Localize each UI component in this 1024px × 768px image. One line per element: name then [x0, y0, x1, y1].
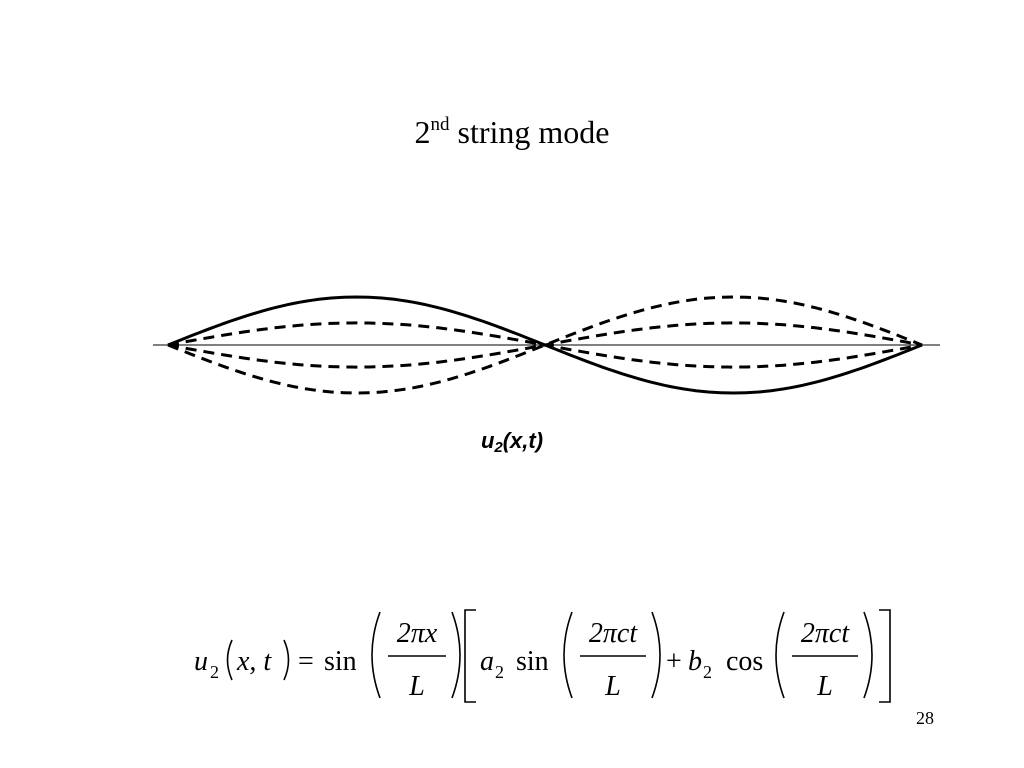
paren-left-1: [371, 611, 381, 699]
formula-sin-1: sin: [324, 646, 357, 677]
fraction-3-numerator: 2πct: [801, 618, 850, 649]
wave-label-args: (x,t): [502, 428, 544, 453]
wave-curves: [167, 295, 923, 395]
title-superscript: nd: [430, 114, 450, 135]
paren-left-lhs: [226, 639, 233, 681]
title-rest: string mode: [449, 114, 610, 150]
formula-cos: cos: [726, 646, 763, 677]
wave-label: u2(x,t): [0, 428, 1024, 456]
title-main: 2: [414, 114, 431, 150]
slide-number: 28: [916, 708, 934, 728]
paren-left-2: [563, 611, 573, 699]
fraction-1-numerator: 2πx: [397, 618, 438, 649]
fraction-2-numerator: 2πct: [589, 618, 638, 649]
formula-u: u: [194, 646, 208, 677]
formula-b-subscript: 2: [703, 662, 712, 682]
formula-equals: =: [298, 646, 314, 677]
slide-title: 2nd string mode: [0, 112, 1024, 152]
wave-curve-dashed: [167, 295, 923, 395]
paren-left-3: [775, 611, 785, 699]
formula-a-subscript: 2: [495, 662, 504, 682]
bracket-left: [464, 609, 476, 703]
mode-formula: u 2 x, t = sin 2πx L a 2 sin 2πct L + b …: [194, 609, 891, 703]
formula-u-subscript: 2: [210, 662, 219, 682]
formula-plus: +: [666, 646, 682, 677]
paren-right-2: [651, 611, 661, 699]
wave-curve-dashed: [167, 321, 923, 369]
formula-b: b: [688, 646, 702, 677]
fraction-2-denominator: L: [604, 671, 621, 702]
bracket-right: [879, 609, 891, 703]
wave-label-u: u: [480, 428, 495, 453]
formula-lhs-args: x, t: [236, 646, 272, 677]
paren-right-3: [863, 611, 873, 699]
fraction-3-denominator: L: [816, 671, 833, 702]
formula-sin-2: sin: [516, 646, 549, 677]
formula-a: a: [480, 646, 494, 677]
paren-right-lhs: [283, 639, 290, 681]
wave-label-subscript: 2: [494, 439, 503, 456]
paren-right-1: [451, 611, 461, 699]
fraction-1-denominator: L: [408, 671, 425, 702]
